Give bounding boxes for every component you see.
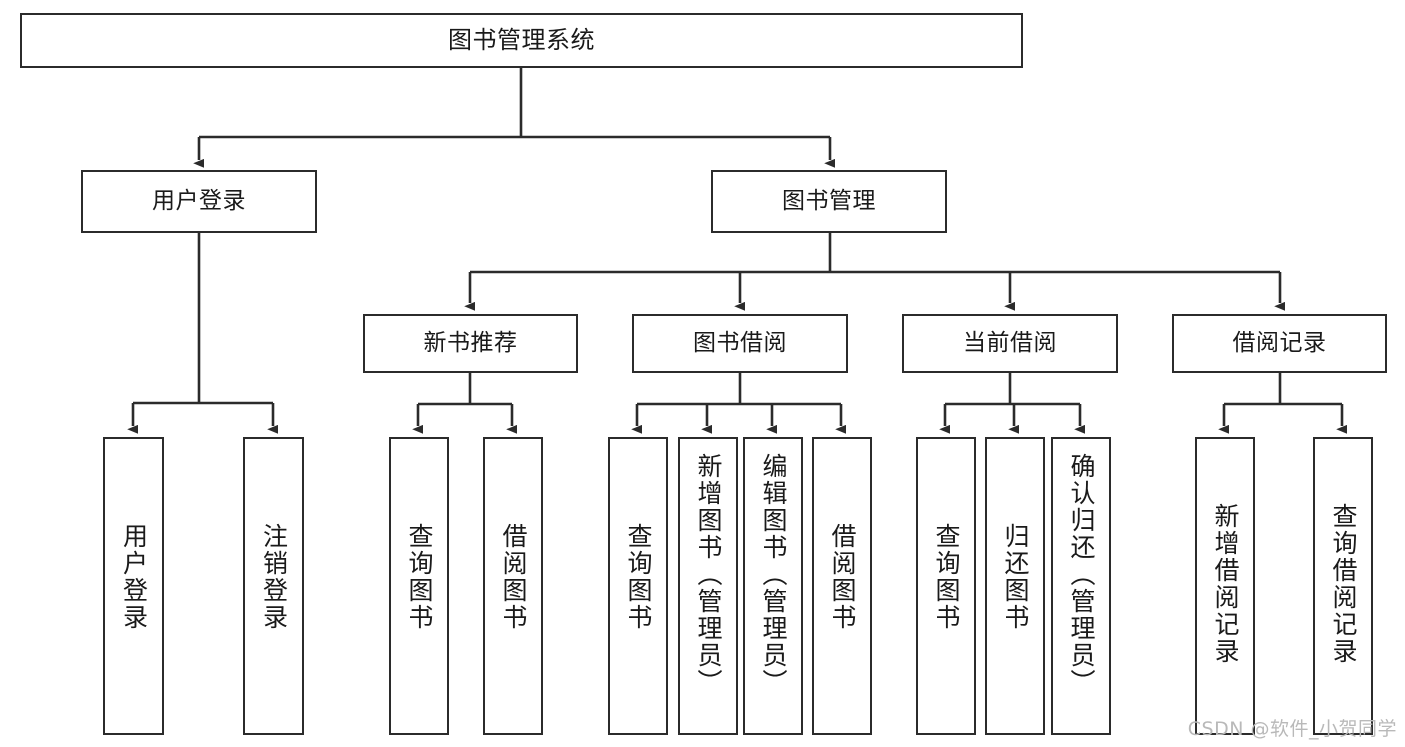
- watermark-text: CSDN @软件_小贺同学: [1187, 718, 1397, 740]
- node-label: 新书推荐: [423, 329, 518, 356]
- node-borrow-record[interactable]: 借阅记录: [1172, 314, 1387, 373]
- leaf-borrow-borrow-book[interactable]: 借阅图书: [812, 437, 872, 735]
- node-label: 当前借阅: [963, 329, 1057, 356]
- leaf-current-return-book[interactable]: 归还图书: [985, 437, 1045, 735]
- node-label: 注销登录: [259, 523, 289, 631]
- node-label: 新增图书（管理员）: [694, 453, 723, 696]
- leaf-user-login-logout[interactable]: 注销登录: [243, 437, 304, 735]
- node-label: 图书管理系统: [448, 26, 595, 55]
- node-label: 借阅记录: [1232, 329, 1327, 356]
- leaf-borrow-add-book[interactable]: 新增图书（管理员）: [678, 437, 738, 735]
- leaf-current-confirm-return[interactable]: 确认归还（管理员）: [1051, 437, 1111, 735]
- node-book-borrow[interactable]: 图书借阅: [632, 314, 848, 373]
- node-label: 编辑图书（管理员）: [759, 453, 788, 696]
- leaf-borrow-query-book[interactable]: 查询图书: [608, 437, 668, 735]
- node-user-login[interactable]: 用户登录: [81, 170, 317, 233]
- node-label: 查询图书: [624, 523, 653, 631]
- node-current-borrow[interactable]: 当前借阅: [902, 314, 1118, 373]
- node-label: 归还图书: [1001, 523, 1030, 631]
- leaf-recommend-borrow-book[interactable]: 借阅图书: [483, 437, 543, 735]
- leaf-record-query-record[interactable]: 查询借阅记录: [1313, 437, 1373, 735]
- node-label: 图书借阅: [693, 329, 787, 356]
- node-label: 查询图书: [405, 523, 434, 631]
- node-label: 借阅图书: [499, 523, 528, 631]
- leaf-current-query-book[interactable]: 查询图书: [916, 437, 976, 735]
- leaf-record-add-record[interactable]: 新增借阅记录: [1195, 437, 1255, 735]
- node-label: 查询图书: [932, 523, 961, 631]
- leaf-recommend-query-book[interactable]: 查询图书: [389, 437, 449, 735]
- node-label: 用户登录: [119, 523, 149, 631]
- leaf-borrow-edit-book[interactable]: 编辑图书（管理员）: [743, 437, 803, 735]
- leaf-user-login-login[interactable]: 用户登录: [103, 437, 164, 735]
- node-label: 确认归还（管理员）: [1067, 453, 1096, 696]
- node-label: 新增借阅记录: [1211, 503, 1240, 665]
- node-label: 用户登录: [152, 187, 246, 214]
- node-label: 查询借阅记录: [1329, 503, 1358, 665]
- node-new-book-recommend[interactable]: 新书推荐: [363, 314, 578, 373]
- node-label: 图书管理: [782, 187, 876, 214]
- node-root-system[interactable]: 图书管理系统: [20, 13, 1023, 68]
- node-label: 借阅图书: [828, 523, 857, 631]
- node-book-management[interactable]: 图书管理: [711, 170, 947, 233]
